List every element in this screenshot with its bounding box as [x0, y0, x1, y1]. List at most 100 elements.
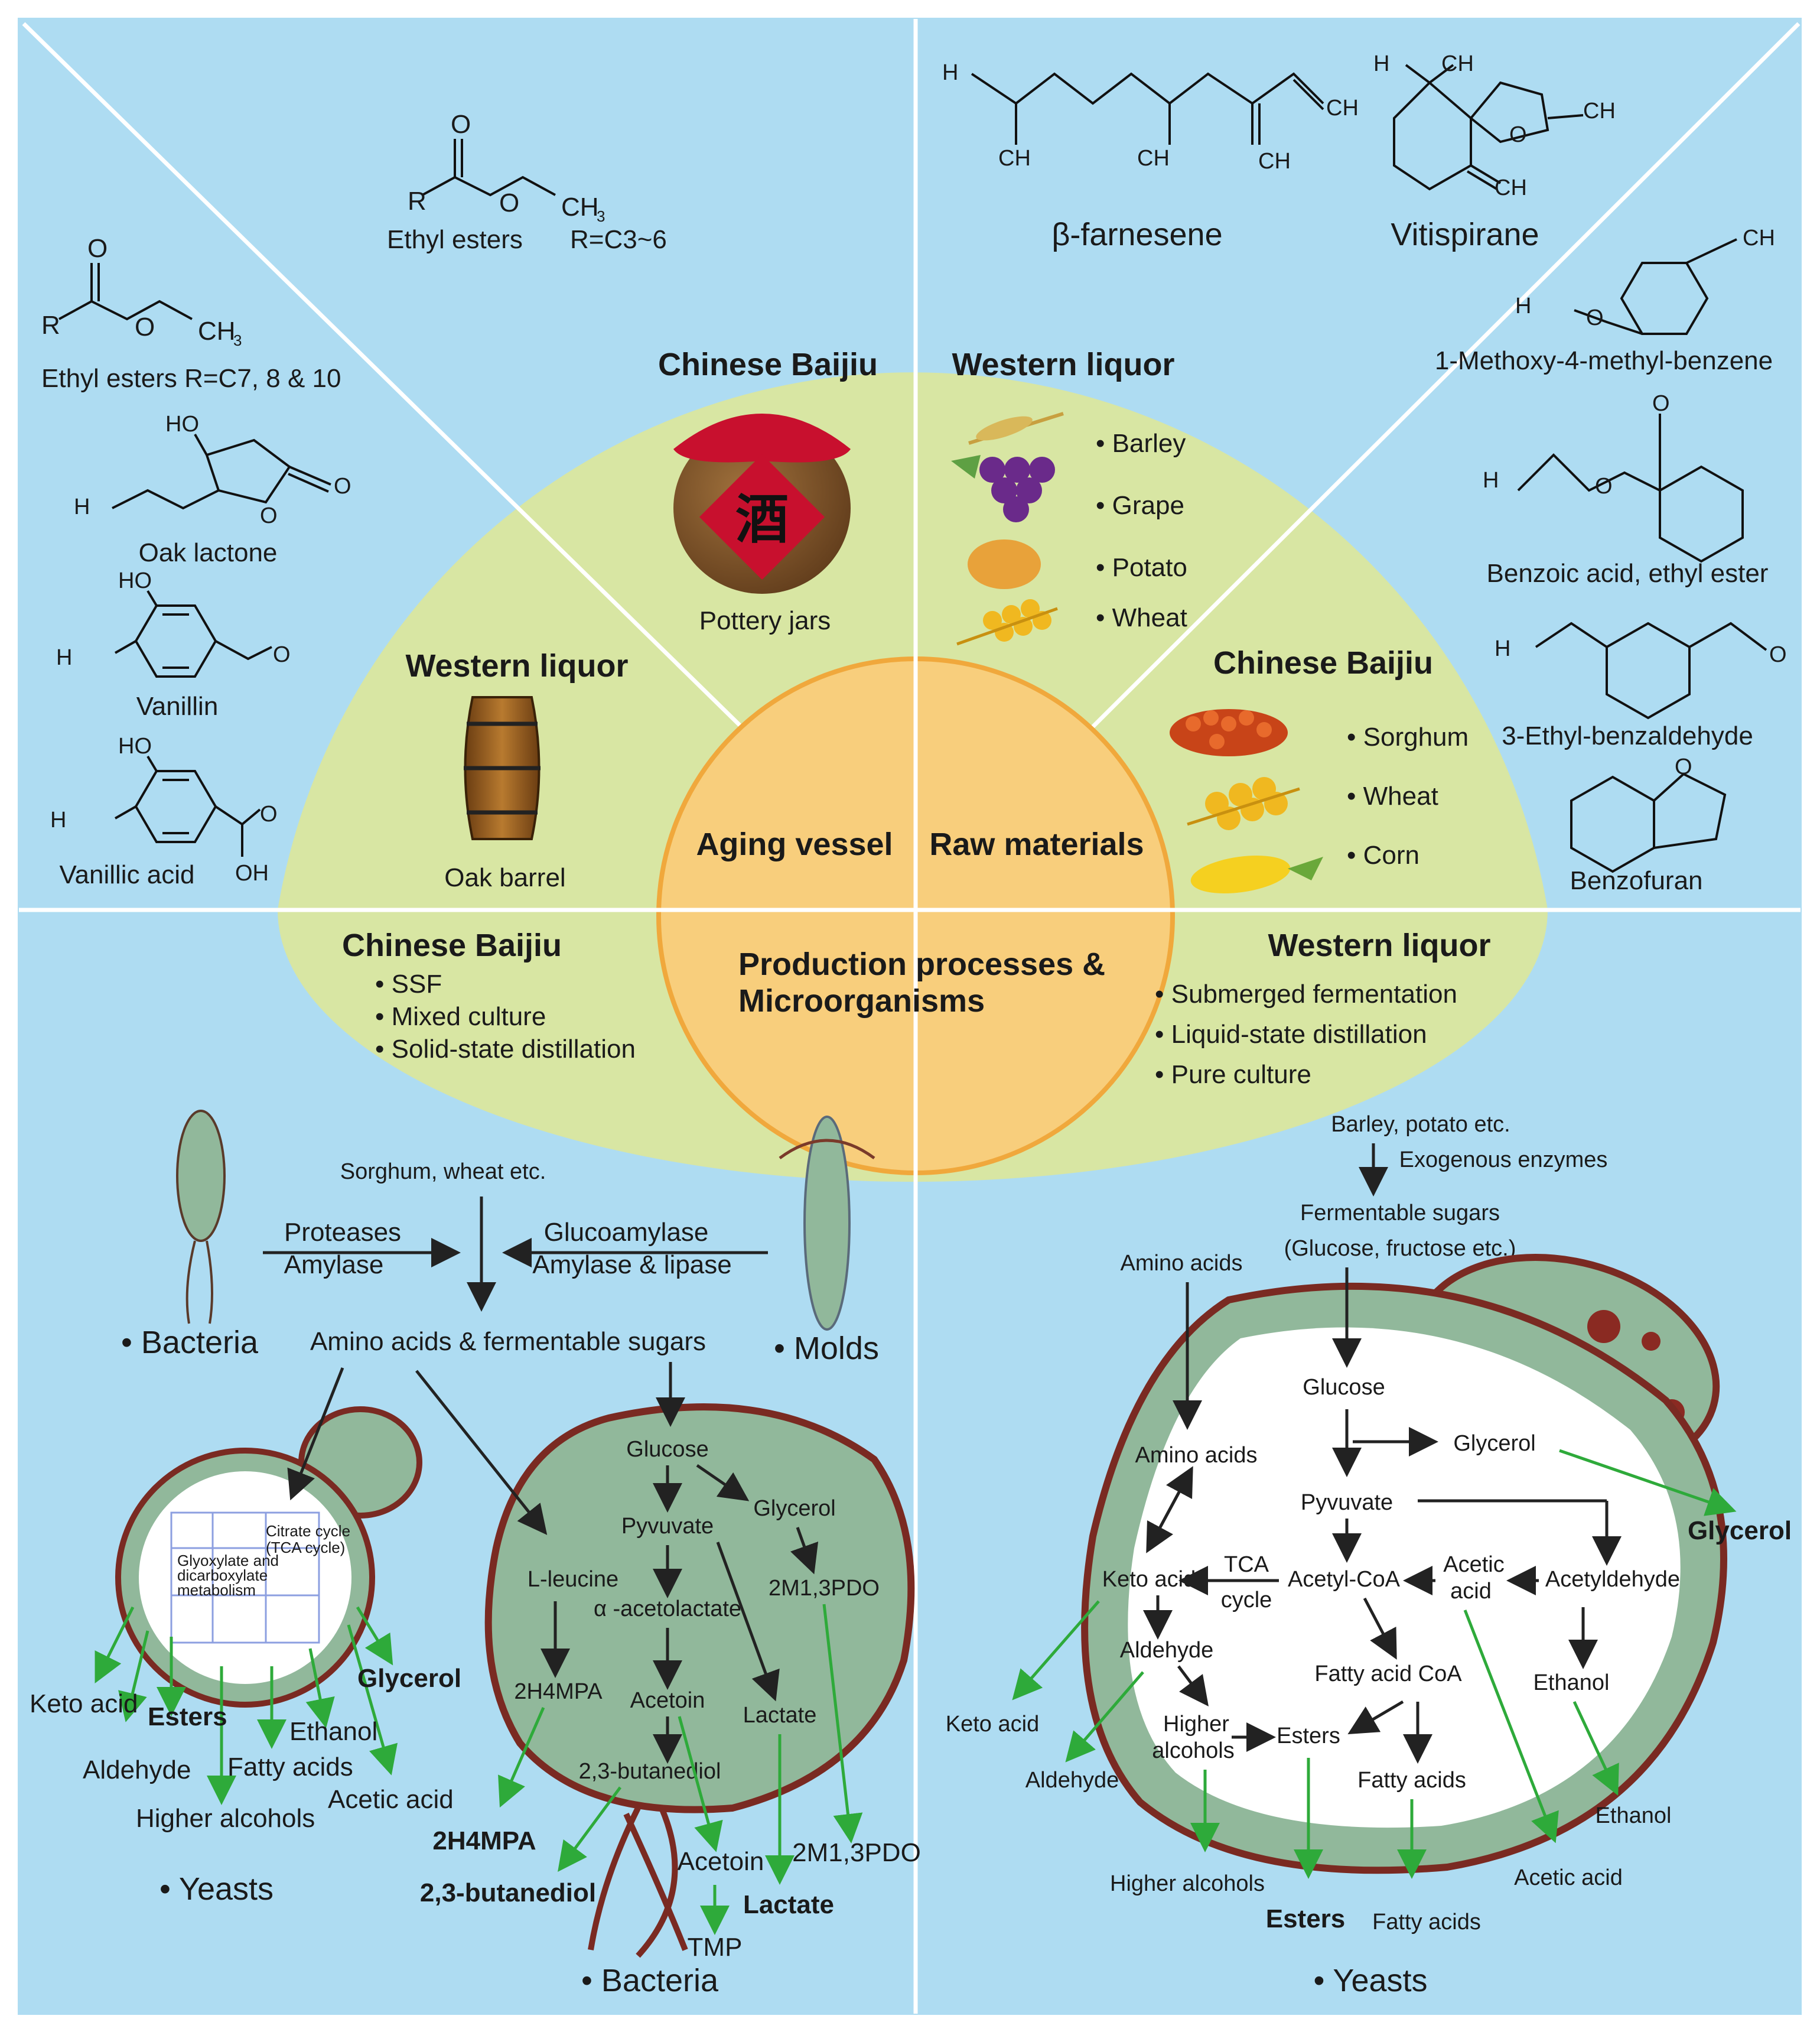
label-methoxy: 1-Methoxy-4-methyl-benzene	[1435, 346, 1773, 375]
bact-leucine: L-leucine	[528, 1567, 618, 1592]
aging-chinese-item: Pottery jars	[699, 606, 831, 635]
raw-western-title: Western liquor	[952, 347, 1174, 382]
raw-western-item: • Wheat	[1096, 603, 1187, 632]
prod-chinese-item: • SSF	[375, 970, 442, 999]
struct-ethyl-esters-2	[58, 263, 193, 321]
struct-benzoic	[1517, 414, 1744, 563]
bact-pyruvate: Pyvuvate	[621, 1514, 714, 1539]
cycle-text: Citrate cycle	[266, 1522, 350, 1540]
atom-ch3: CH	[198, 317, 236, 346]
prod-chinese-title: Chinese Baijiu	[342, 928, 562, 963]
center-raw-materials: Raw materials	[929, 827, 1144, 862]
atom-o: O	[260, 802, 278, 827]
bact-output-arrows	[498, 1604, 863, 1935]
atom-ho: HO	[165, 412, 199, 437]
label-vitispirane: Vitispirane	[1391, 217, 1539, 252]
atom-sub3: 3	[597, 207, 605, 225]
label-ethylbenzaldehyde: 3-Ethyl-benzaldehyde	[1502, 721, 1753, 750]
label-proteases: Proteases	[284, 1218, 401, 1247]
br-keto-acid: Keto acid	[1102, 1567, 1196, 1592]
br-fatty-coa: Fatty acid CoA	[1314, 1662, 1462, 1686]
wheat-icon	[1187, 777, 1300, 830]
atom-h3c: H	[74, 495, 90, 519]
label-amylase: Amylase	[284, 1250, 384, 1279]
atom-ch3: CH	[998, 146, 1031, 171]
divider-diag-left	[22, 22, 743, 729]
atom-o: O	[1652, 391, 1670, 416]
aging-western-title: Western liquor	[405, 648, 628, 684]
label-oak-lactone: Oak lactone	[139, 538, 278, 567]
br-ethanol: Ethanol	[1534, 1670, 1610, 1695]
br-glucose: Glucose	[1303, 1375, 1385, 1400]
atom-ho: HO	[118, 568, 152, 593]
label-amylase-lipase: Amylase & lipase	[532, 1250, 731, 1279]
atom-sub3: 3	[233, 331, 242, 349]
atom-ho: HO	[118, 734, 152, 759]
atom-ch3: CH	[1441, 51, 1474, 76]
br-output-keto: Keto acid	[946, 1712, 1039, 1737]
br-fatty-acids: Fatty acids	[1357, 1768, 1466, 1793]
label-bacteria: • Bacteria	[121, 1325, 259, 1360]
atom-h3c: H	[942, 60, 958, 85]
br-fermentable-sub: (Glucose, fructose etc.)	[1284, 1236, 1516, 1261]
label-glucoamylase: Glucoamylase	[544, 1218, 709, 1247]
yeast-output-esters: Esters	[148, 1702, 227, 1731]
label-amino-sugars: Amino acids & fermentable sugars	[310, 1327, 706, 1356]
mold-icon	[779, 1116, 875, 1331]
atom-h3c: H	[1515, 294, 1531, 318]
br-glycerol: Glycerol	[1453, 1431, 1535, 1456]
atom-o: O	[260, 503, 278, 528]
arrow	[415, 1370, 548, 1535]
label-benzofuran: Benzofuran	[1570, 866, 1702, 895]
potato-icon	[968, 539, 1041, 589]
bact-output-lactate: Lactate	[743, 1890, 834, 1919]
pottery-jar-icon	[673, 414, 851, 594]
br-amino-in: Amino acids	[1121, 1251, 1243, 1276]
aging-western-item: Oak barrel	[444, 863, 565, 892]
label-substrate: Sorghum, wheat etc.	[340, 1159, 546, 1184]
br-fermentable: Fermentable sugars	[1300, 1201, 1500, 1225]
br-tca: TCA	[1224, 1552, 1269, 1577]
br-acetyl-coa: Acetyl-CoA	[1288, 1567, 1401, 1592]
label-yeasts-left: • Yeasts	[159, 1871, 274, 1907]
struct-methoxy	[1574, 238, 1737, 335]
yeast-output-higher: Higher alcohols	[136, 1804, 315, 1833]
yeast-output-keto: Keto acid	[30, 1689, 138, 1718]
br-higher: Higher	[1163, 1712, 1229, 1737]
barley-icon	[968, 412, 1064, 445]
atom-ch2: CH	[1326, 96, 1359, 121]
bact-output-butanediol: 2,3-butanediol	[420, 1878, 596, 1907]
bact-pdo: 2M1,3PDO	[769, 1576, 880, 1601]
prod-chinese-item: • Mixed culture	[375, 1002, 546, 1031]
atom-h3c: H	[1495, 636, 1510, 661]
br-cycle: cycle	[1221, 1588, 1272, 1612]
br-internal-arrows	[1143, 1409, 1622, 1764]
atom-o: O	[135, 313, 155, 342]
atom-o: O	[1675, 755, 1692, 779]
cycle-text: (TCA cycle)	[266, 1539, 345, 1556]
bact-lactate: Lactate	[743, 1703, 817, 1728]
yeast-output-ethanol: Ethanol	[289, 1717, 377, 1746]
raw-western-item: • Potato	[1096, 553, 1187, 582]
prod-western-item: • Pure culture	[1155, 1060, 1311, 1089]
label-bacteria-bottom: • Bacteria	[581, 1963, 719, 1998]
raw-chinese-item: • Wheat	[1347, 782, 1438, 811]
yeast-output-aldehyde: Aldehyde	[83, 1755, 191, 1784]
wheat-icon	[956, 599, 1058, 646]
br-alcohols: alcohols	[1152, 1738, 1234, 1763]
aging-chinese-title: Chinese Baijiu	[658, 347, 878, 382]
bact-output-tmp: TMP	[688, 1933, 743, 1962]
bact-glycerol: Glycerol	[753, 1496, 835, 1521]
atom-ch3: CH	[1137, 146, 1170, 171]
raw-western-item: • Grape	[1096, 491, 1184, 520]
bact-output-h4mpa: 2H4MPA	[432, 1826, 536, 1855]
bacteria-cell	[484, 1403, 915, 1958]
bact-acetoin: Acetoin	[630, 1688, 705, 1713]
atom-ch3: CH	[1743, 226, 1775, 251]
br-pyruvate: Pyvuvate	[1301, 1490, 1393, 1515]
br-output-higher: Higher alcohols	[1110, 1871, 1265, 1896]
atom-ch3: CH	[1583, 99, 1616, 123]
atom-r: R	[408, 187, 426, 216]
label-beta-farnesene: β-farnesene	[1051, 217, 1222, 252]
br-acetaldehyde: Acetyldehyde	[1545, 1567, 1680, 1592]
